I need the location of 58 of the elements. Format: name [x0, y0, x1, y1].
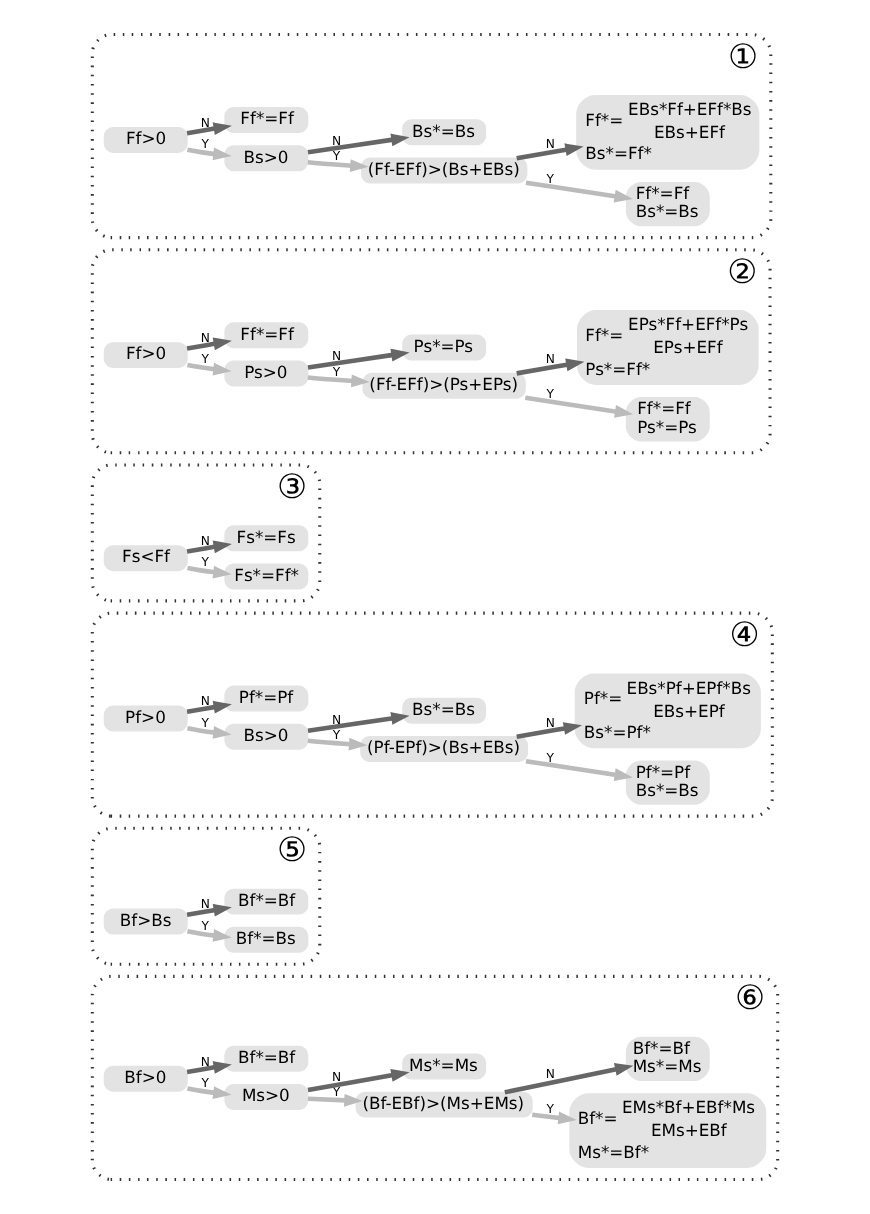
arrow	[516, 722, 583, 739]
arrow	[186, 540, 232, 554]
arrow	[531, 1111, 577, 1125]
node-box: Ff>0	[103, 342, 188, 369]
node-box: Bf*=Bs	[224, 926, 309, 953]
node-box: Bf*=Bf Ms*=Ms	[625, 1036, 710, 1081]
node-box: Pf*=Pf Bs*=Bs	[625, 760, 710, 805]
arrow	[525, 180, 633, 203]
arrow	[307, 1069, 410, 1093]
node-box: Bf*=Bf	[224, 888, 309, 915]
arrow	[186, 337, 232, 351]
arrow	[307, 712, 410, 734]
node-box: Ff>0	[103, 126, 188, 153]
arrow	[186, 700, 232, 714]
node-box: Bs>0	[224, 723, 309, 750]
node-box: Pf>0	[103, 705, 188, 732]
node-box: Bf>Bs	[103, 908, 188, 935]
node-box: (Pf-EPf)>(Bs+EBs)	[360, 736, 529, 762]
node-box: Ps>0	[224, 360, 309, 387]
arrow	[516, 143, 584, 161]
node-box: Ms>0	[224, 1084, 309, 1110]
node-box: Fs*=Ff*	[224, 563, 309, 590]
arrow	[186, 903, 232, 917]
arrow	[186, 362, 232, 376]
arrow	[307, 737, 368, 751]
arrow	[307, 133, 410, 155]
node-box: Ps*=Ps	[402, 334, 487, 361]
node-box: Ms*=Ms	[402, 1053, 487, 1080]
node-box: Ff*=Ff Bs*=Bs	[625, 181, 710, 227]
node-box: Ff*=Ff	[224, 107, 309, 134]
node-box: Bf>0	[103, 1065, 188, 1092]
arrow	[525, 758, 633, 782]
arrow	[186, 1061, 232, 1075]
arrow	[524, 395, 634, 418]
arrow	[307, 1093, 363, 1107]
arrow	[516, 358, 585, 376]
node-box: (Ff-EFf)>(Bs+EBs)	[360, 157, 528, 184]
node-box: Bf*=Bf	[224, 1045, 309, 1072]
arrow	[307, 159, 369, 173]
node-box: Ff*=Ff	[224, 322, 309, 349]
arrow	[186, 147, 232, 161]
arrow	[186, 565, 232, 579]
arrow	[186, 928, 232, 942]
node-box: Fs<Ff	[103, 545, 188, 572]
node-box: Bs*=Bs	[402, 697, 487, 724]
arrow	[307, 348, 410, 370]
arrow	[504, 1063, 634, 1095]
node-box: Fs*=Fs	[224, 525, 309, 552]
node-box: (Bf-EBf)>(Ms+EMs)	[355, 1091, 533, 1118]
node-box: Ff*=Ff Ps*=Ps	[625, 397, 710, 442]
arrow	[186, 1086, 232, 1100]
arrow	[186, 122, 232, 136]
node-box: Bs*=Bs	[402, 119, 487, 146]
node-box: (Ff-EFf)>(Ps+EPs)	[362, 372, 526, 399]
node-box: Bs>0	[224, 145, 309, 172]
arrow	[307, 374, 370, 388]
node-box: Pf*=Pf	[224, 685, 309, 712]
arrow	[186, 725, 232, 739]
